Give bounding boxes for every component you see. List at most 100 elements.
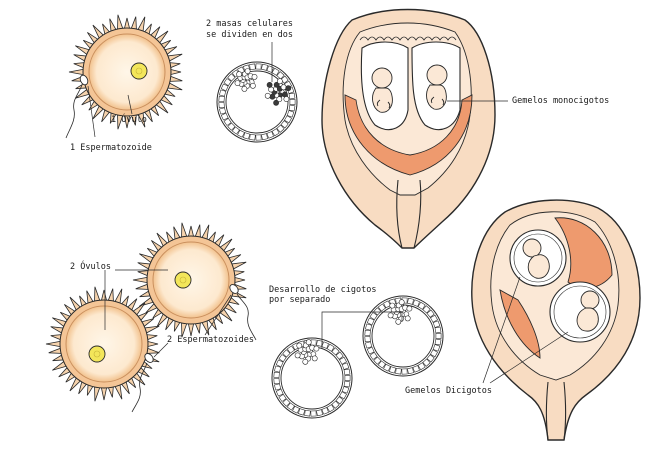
cell: [369, 351, 378, 360]
cell: [297, 408, 306, 416]
cell: [273, 371, 280, 379]
uterus-monozygotic: [321, 8, 496, 249]
cell: [286, 345, 295, 354]
cell: [278, 354, 287, 363]
cell: [343, 380, 351, 388]
inner-cell-mass: [251, 74, 258, 80]
cell: [271, 67, 280, 76]
cell: [231, 126, 240, 135]
cell: [339, 391, 347, 400]
cell: [261, 63, 268, 71]
cell: [335, 351, 344, 360]
cell: [377, 303, 386, 312]
egg-lower: [45, 286, 160, 402]
embryo-upper: [522, 238, 550, 279]
cell: [289, 99, 296, 105]
egg-nucleus: [130, 62, 148, 80]
cell: [412, 365, 420, 373]
embryo-lower: [576, 290, 600, 332]
label-two-masses-2: se dividen en dos: [206, 30, 293, 40]
cell: [219, 89, 227, 97]
cell: [274, 365, 282, 373]
inner-cell-mass: [236, 71, 242, 78]
cell: [271, 128, 280, 137]
inner-cell-mass: [264, 92, 271, 99]
inner-cell-mass: [266, 82, 273, 88]
inner-cell-mass: [398, 299, 405, 306]
cell: [219, 107, 227, 115]
cell: [249, 63, 256, 71]
embryo-right: [426, 64, 448, 110]
cell: [282, 349, 291, 358]
cell: [273, 377, 280, 385]
inner-cell-mass: [404, 315, 411, 322]
cell: [383, 300, 391, 309]
egg-upper: [132, 222, 247, 338]
inner-cell-mass: [387, 312, 394, 319]
cell: [227, 122, 236, 131]
cell: [373, 307, 382, 316]
inner-cell-mass: [273, 99, 279, 106]
inner-cell-mass: [302, 358, 309, 365]
label-one-sperm: 1 Espermatozoide: [70, 143, 152, 153]
inner-cell-mass: [244, 68, 251, 74]
label-two-sperm: 2 Espermatozoides: [167, 335, 254, 345]
inner-cell-mass: [283, 96, 290, 102]
inner-cell-mass: [280, 84, 287, 91]
cell: [278, 393, 287, 402]
inner-cell-mass: [234, 80, 241, 86]
cell: [430, 349, 438, 358]
cell: [282, 398, 291, 407]
cell: [304, 409, 311, 417]
cell: [434, 326, 442, 334]
inner-cell-mass: [389, 302, 396, 309]
cell: [373, 356, 382, 365]
cell: [310, 339, 317, 346]
inner-cell-mass: [311, 355, 318, 362]
cell: [430, 314, 438, 323]
cell: [249, 133, 256, 141]
cell: [422, 305, 431, 314]
sperm-lower: [131, 353, 154, 413]
inner-cell-mass: [313, 345, 320, 352]
cell: [377, 360, 386, 369]
blastocyst-split: [216, 61, 298, 143]
cell: [280, 120, 289, 129]
cell: [288, 104, 296, 112]
cell: [321, 407, 329, 415]
cell: [276, 71, 285, 80]
label-separate-2: por separado: [269, 295, 331, 305]
cell: [266, 131, 274, 139]
cell: [335, 396, 344, 405]
cell: [341, 362, 350, 370]
egg-nucleus: [88, 345, 106, 363]
inner-cell-mass: [285, 85, 292, 92]
cell: [364, 335, 371, 343]
blastocyst-a: [271, 337, 353, 419]
placenta-lower: [499, 289, 541, 359]
cell: [321, 341, 329, 349]
inner-cell-mass: [241, 86, 248, 92]
label-separate-1: Desarrollo de cigotos: [269, 285, 377, 295]
blastocyst-b: [362, 295, 444, 377]
cell: [331, 400, 340, 409]
cell: [426, 309, 435, 318]
cell: [284, 115, 292, 124]
cell: [326, 404, 335, 413]
label-monozygotic: Gemelos monocigotos: [512, 96, 610, 106]
cell: [369, 312, 378, 321]
cell: [343, 368, 351, 376]
cell: [274, 383, 282, 391]
embryo-left: [371, 67, 393, 113]
cell: [426, 354, 435, 363]
cell: [364, 329, 371, 337]
cell: [286, 402, 295, 411]
placenta: [344, 94, 473, 176]
cell: [310, 410, 317, 417]
cell: [432, 320, 441, 328]
cell: [220, 83, 229, 92]
inner-cell-mass: [296, 342, 303, 349]
sperm-upper: [229, 284, 257, 341]
